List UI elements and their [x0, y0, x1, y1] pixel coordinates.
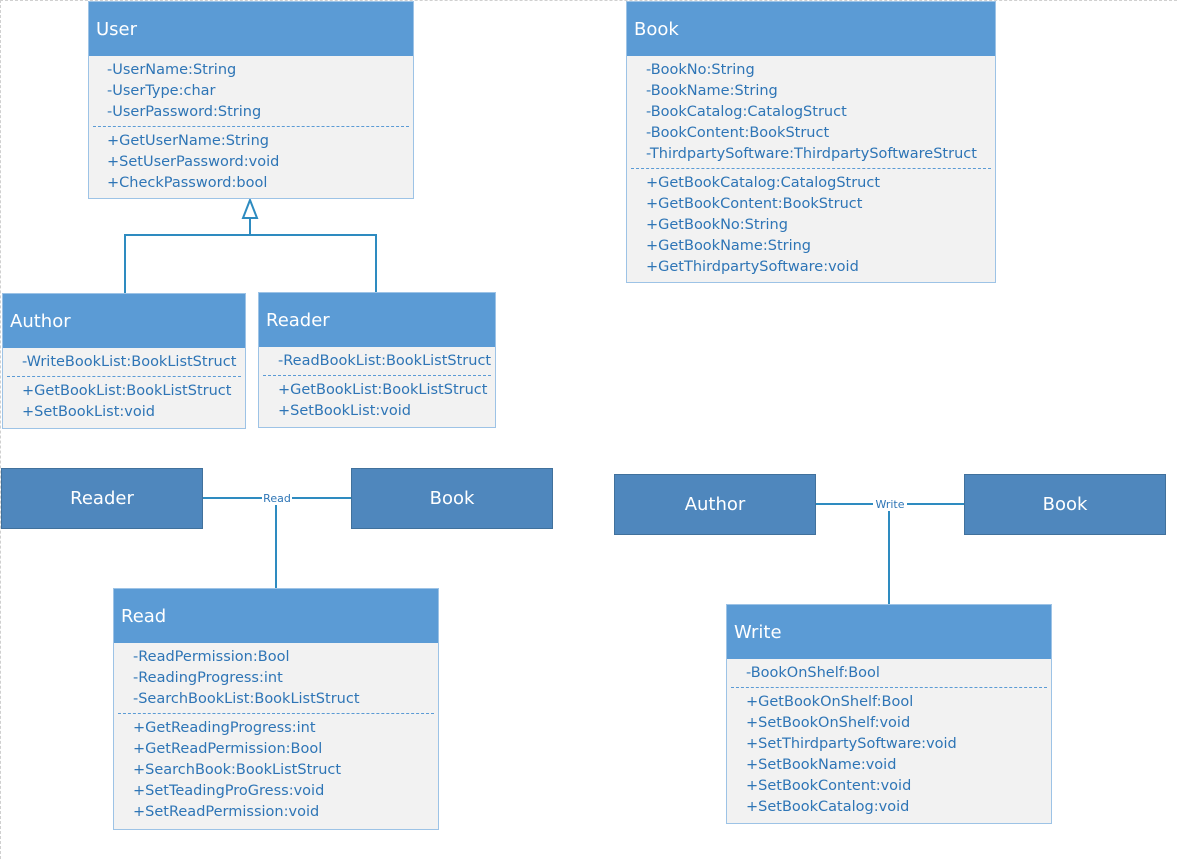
- read-association-label: Read: [263, 492, 291, 505]
- read-method: +SetTeadingProGress:void: [133, 783, 325, 799]
- user-methods: +GetUserName:String +SetUserPassword:voi…: [89, 127, 413, 197]
- write-association-label: Write: [875, 498, 904, 511]
- read-method: +SetReadPermission:void: [133, 804, 320, 820]
- generalization-line-author: [124, 218, 251, 293]
- book-method: +GetBookContent:BookStruct: [646, 196, 863, 212]
- write-methods: +GetBookOnShelf:Bool +SetBookOnShelf:voi…: [727, 688, 1051, 821]
- user-attribute: -UserName:String: [107, 62, 237, 78]
- author-methods: +GetBookList:BookListStruct +SetBookList…: [3, 377, 245, 426]
- read-assoc-reader-box[interactable]: Reader: [1, 468, 203, 529]
- reader-method: +GetBookList:BookListStruct: [278, 382, 488, 398]
- reader-attribute: -ReadBookList:BookListStruct: [278, 353, 492, 369]
- book-methods: +GetBookCatalog:CatalogStruct +GetBookCo…: [627, 169, 995, 281]
- write-class-name: Write: [727, 605, 1051, 659]
- read-method: +GetReadPermission:Bool: [133, 741, 323, 757]
- author-class-name: Author: [3, 294, 245, 348]
- book-attributes: -BookNo:String -BookName:String -BookCat…: [627, 56, 995, 168]
- read-attribute: -ReadPermission:Bool: [133, 649, 290, 665]
- book-attribute: -ThirdpartySoftware:ThirdpartySoftwareSt…: [646, 146, 977, 162]
- book-class[interactable]: Book -BookNo:String -BookName:String -Bo…: [626, 1, 996, 283]
- write-method: +SetBookOnShelf:void: [746, 715, 911, 731]
- author-attribute: -WriteBookList:BookListStruct: [22, 354, 237, 370]
- book-attribute: -BookName:String: [646, 83, 778, 99]
- user-class-name: User: [89, 2, 413, 56]
- reader-class-name: Reader: [259, 293, 495, 347]
- book-attribute: -BookNo:String: [646, 62, 755, 78]
- read-assoc-book-box[interactable]: Book: [351, 468, 553, 529]
- author-class[interactable]: Author -WriteBookList:BookListStruct +Ge…: [2, 293, 246, 429]
- author-method: +SetBookList:void: [22, 404, 155, 420]
- write-method: +SetBookCatalog:void: [746, 799, 910, 815]
- book-method: +GetBookCatalog:CatalogStruct: [646, 175, 881, 191]
- write-method: +SetBookName:void: [746, 757, 897, 773]
- reader-class[interactable]: Reader -ReadBookList:BookListStruct +Get…: [258, 292, 496, 428]
- user-separator: [93, 126, 409, 127]
- write-attribute: -BookOnShelf:Bool: [746, 665, 880, 681]
- book-separator: [631, 168, 991, 169]
- write-class[interactable]: Write -BookOnShelf:Bool +GetBookOnShelf:…: [726, 604, 1052, 824]
- write-method: +SetThirdpartySoftware:void: [746, 736, 957, 752]
- read-attribute: -SearchBookList:BookListStruct: [133, 691, 360, 707]
- write-separator: [731, 687, 1047, 688]
- write-method: +GetBookOnShelf:Bool: [746, 694, 914, 710]
- book-method: +GetBookNo:String: [646, 217, 788, 233]
- write-assoc-book-box[interactable]: Book: [964, 474, 1166, 535]
- read-separator: [118, 713, 434, 714]
- user-method: +GetUserName:String: [107, 133, 269, 149]
- write-attributes: -BookOnShelf:Bool: [727, 659, 1051, 687]
- book-attribute: -BookCatalog:CatalogStruct: [646, 104, 847, 120]
- user-attribute: -UserType:char: [107, 83, 216, 99]
- read-method: +GetReadingProgress:int: [133, 720, 316, 736]
- book-method: +GetThirdpartySoftware:void: [646, 259, 859, 275]
- book-class-name: Book: [627, 2, 995, 56]
- user-class[interactable]: User -UserName:String -UserType:char -Us…: [88, 1, 414, 199]
- book-method: +GetBookName:String: [646, 238, 812, 254]
- user-method: +SetUserPassword:void: [107, 154, 280, 170]
- canvas-top-border: [0, 0, 1177, 1]
- user-attribute: -UserPassword:String: [107, 104, 262, 120]
- author-separator: [7, 376, 241, 377]
- author-method: +GetBookList:BookListStruct: [22, 383, 232, 399]
- generalization-arrowhead: [241, 197, 259, 219]
- reader-attributes: -ReadBookList:BookListStruct: [259, 347, 495, 375]
- read-attributes: -ReadPermission:Bool -ReadingProgress:in…: [114, 643, 438, 713]
- read-attribute: -ReadingProgress:int: [133, 670, 283, 686]
- write-assoc-author-box[interactable]: Author: [614, 474, 816, 535]
- read-methods: +GetReadingProgress:int +GetReadPermissi…: [114, 714, 438, 826]
- generalization-line-reader: [250, 234, 377, 292]
- read-method: +SearchBook:BookListStruct: [133, 762, 342, 778]
- user-attributes: -UserName:String -UserType:char -UserPas…: [89, 56, 413, 126]
- read-class-name: Read: [114, 589, 438, 643]
- reader-method: +SetBookList:void: [278, 403, 411, 419]
- read-class[interactable]: Read -ReadPermission:Bool -ReadingProgre…: [113, 588, 439, 830]
- author-attributes: -WriteBookList:BookListStruct: [3, 348, 245, 376]
- write-method: +SetBookContent:void: [746, 778, 912, 794]
- reader-separator: [263, 375, 491, 376]
- user-method: +CheckPassword:bool: [107, 175, 268, 191]
- canvas-left-border: [0, 0, 1, 859]
- reader-methods: +GetBookList:BookListStruct +SetBookList…: [259, 376, 495, 425]
- book-attribute: -BookContent:BookStruct: [646, 125, 830, 141]
